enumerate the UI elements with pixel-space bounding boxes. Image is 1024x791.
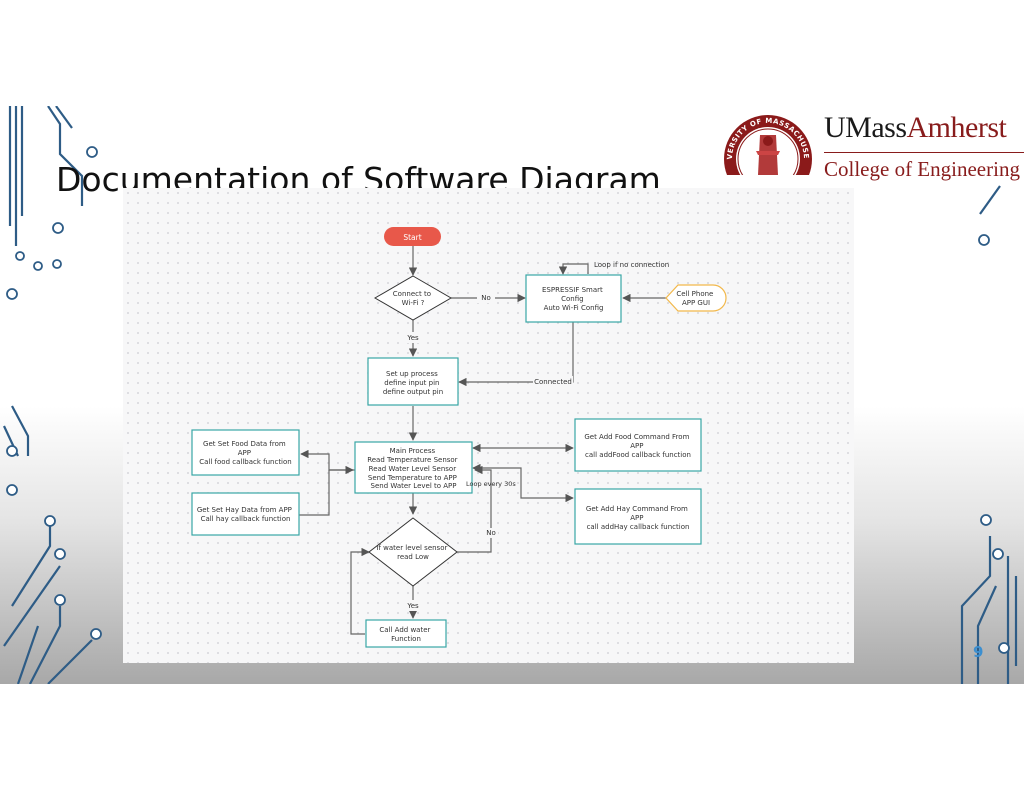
get-food-box — [191, 429, 300, 476]
college-name: College of Engineering — [824, 157, 1020, 181]
circuit-decoration — [3, 106, 1018, 684]
arrow-connected — [458, 322, 574, 387]
label-yes-wifi: Yes — [406, 334, 419, 342]
university-seal-icon: UNIVERSITY OF MASSACHUSETTS — [720, 111, 812, 175]
page-number: 9 — [973, 643, 984, 661]
diagram-canvas: Start Connect to Wi-Fi ? ESPRESSIF Smart… — [123, 188, 854, 663]
label-loop-no-connection: Loop if no connection — [594, 261, 669, 269]
add-food-label: Get Add Food Command From APP call addFo… — [584, 433, 691, 459]
institution-name-part1: UMass — [824, 111, 907, 144]
slide: Documentation of Software Diagram UNIVER… — [0, 106, 1024, 684]
arrow-main-addhay — [472, 463, 574, 503]
start-label: Start — [403, 233, 421, 242]
get-hay-box — [191, 492, 300, 536]
label-loop-30s: Loop every 30s — [466, 480, 516, 488]
software-flowchart: Start Connect to Wi-Fi ? ESPRESSIF Smart… — [191, 227, 727, 648]
start-node — [384, 227, 441, 246]
institution-name: UMassAmherst — [824, 111, 1007, 145]
get-hay-label: Get Set Hay Data from APP Call hay callb… — [197, 506, 294, 523]
phone-gui-node — [665, 284, 727, 312]
umass-logo: UNIVERSITY OF MASSACHUSETTS UMassAmherst… — [720, 111, 1024, 181]
water-level-label: If water level sensor read Low — [376, 544, 449, 561]
institution-name-part2: Amherst — [906, 111, 1007, 144]
add-hay-label: Get Add Hay Command From APP call addHay… — [586, 505, 690, 531]
arrow-addwater-back — [350, 547, 370, 635]
setup-process-label: Set up process define input pin define o… — [383, 370, 443, 396]
main-process-box — [354, 441, 473, 494]
arrow-hay-to-main — [299, 470, 330, 516]
setup-process-box — [367, 357, 459, 406]
arrow-water-no-loop — [457, 465, 492, 553]
add-water-label: Call Add water Function — [379, 626, 432, 643]
main-process-label: Main Process Read Temperature Sensor Rea… — [367, 447, 460, 490]
label-no-water: No — [486, 529, 496, 537]
arrow-loop-no-connection — [558, 263, 589, 275]
label-yes-water: Yes — [406, 602, 419, 610]
get-food-label: Get Set Food Data from APP Call food cal… — [199, 440, 291, 466]
phone-gui-label: Cell Phone APP GUI — [676, 290, 715, 307]
add-hay-box — [574, 488, 702, 545]
smart-config-label: ESPRESSIF Smart Config Auto Wi-Fi Config — [542, 286, 605, 312]
logo-divider — [824, 152, 1024, 153]
smart-config-box — [525, 274, 622, 323]
add-food-box — [574, 418, 702, 472]
wifi-decision-label: Connect to Wi-Fi ? — [393, 290, 433, 307]
water-level-decision — [368, 517, 458, 587]
arrow-main-to-food — [300, 449, 355, 471]
label-connected: Connected — [534, 378, 572, 386]
wifi-decision — [374, 275, 452, 321]
add-water-box — [365, 619, 447, 648]
label-no-wifi: No — [481, 294, 491, 302]
